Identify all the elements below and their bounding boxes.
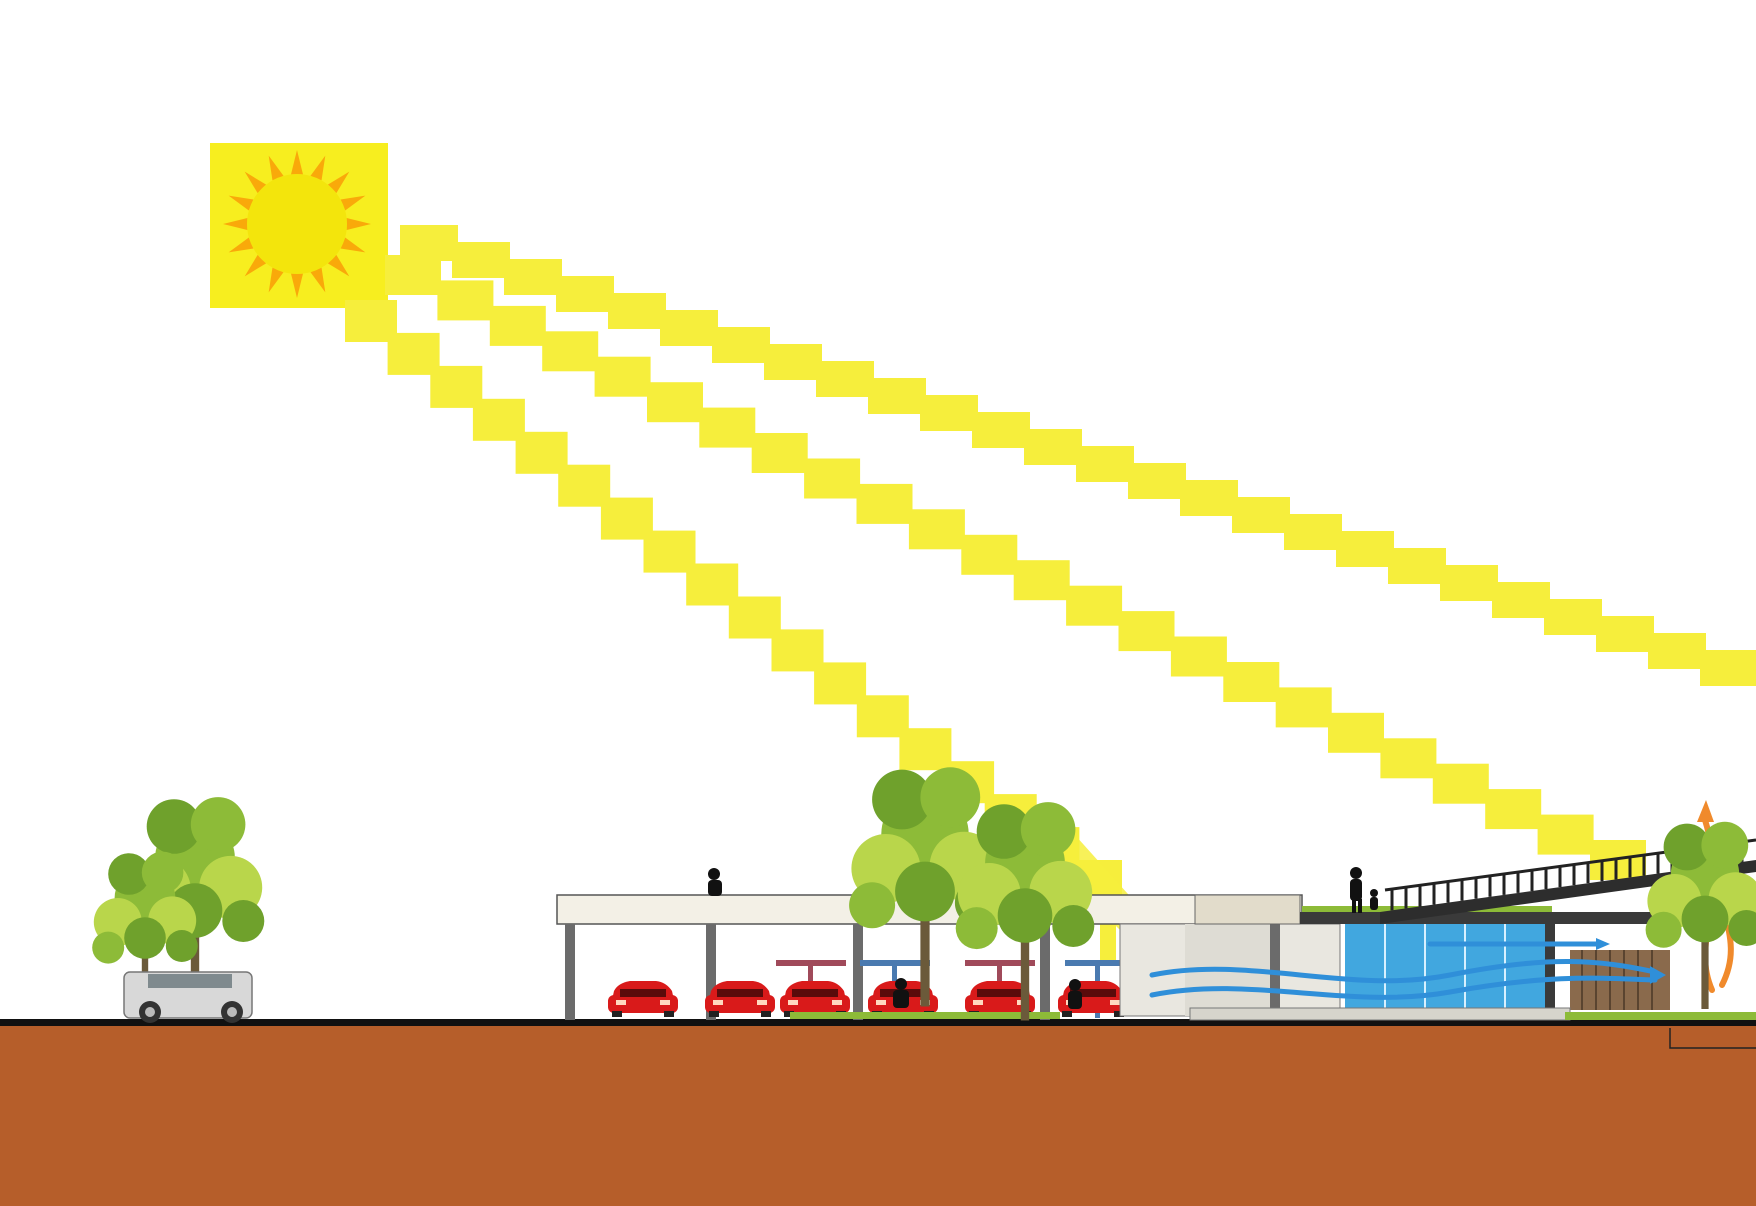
person-silhouette-icon (1370, 889, 1378, 910)
planting-strip (790, 1012, 1060, 1019)
glazed-hall (1345, 924, 1545, 1014)
parked-car-icon (123, 971, 253, 1023)
car-icon (705, 981, 775, 1017)
sun-icon (210, 143, 388, 308)
building-section (1119, 894, 1756, 1049)
car-icon (608, 981, 678, 1017)
car-icon (780, 981, 850, 1017)
person-silhouette-icon (708, 868, 722, 896)
person-silhouette-icon (1068, 979, 1082, 1009)
person-silhouette-icon (893, 978, 909, 1008)
ground (0, 1026, 1756, 1206)
ground-line (0, 1019, 1756, 1026)
airflow-arrow-icon (1149, 938, 1666, 1000)
person-silhouette-icon (1350, 867, 1362, 913)
